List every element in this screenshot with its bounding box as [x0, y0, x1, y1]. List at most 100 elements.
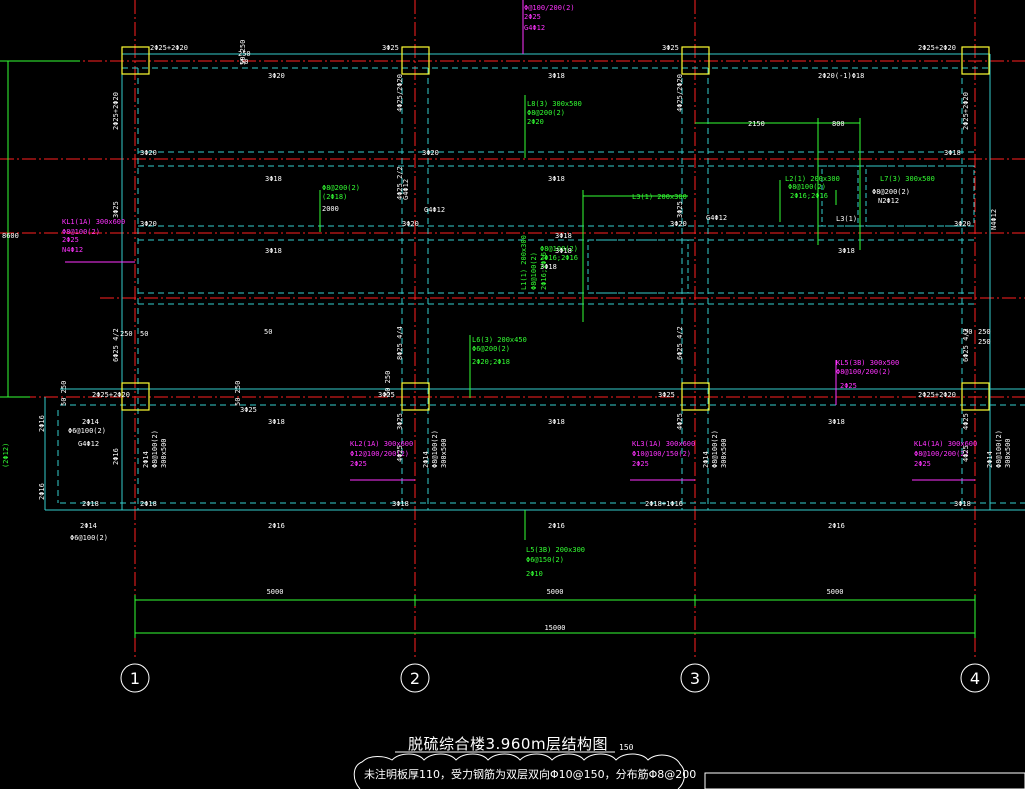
span-2: 5000: [547, 588, 564, 596]
vertical-label: 2Φ16: [38, 483, 46, 500]
axis-label-2: 2: [410, 669, 420, 688]
vertical-label: L1(1) 200x300: [520, 235, 528, 290]
columns: [121, 46, 990, 411]
beam-label: 3Φ18: [548, 72, 565, 80]
vertical-label: 2Φ14: [702, 451, 710, 468]
vertical-label: 8Φ25 4/4: [396, 326, 404, 360]
vertical-label: 4Φ25: [962, 445, 970, 462]
vertical-label: 300x500: [720, 438, 728, 468]
beam-label: Φ8@200(2): [872, 188, 910, 196]
beam-label: 2150: [748, 120, 765, 128]
vertical-label: 6Φ25 4/2: [112, 328, 120, 362]
beam-label: 3Φ18: [268, 418, 285, 426]
beam-label: Φ8@100/200(2): [836, 368, 891, 376]
vertical-label: 3Φ25: [112, 201, 120, 218]
beam-label: 50: [264, 328, 272, 336]
axis-labels: 1 2 3 4: [130, 669, 980, 688]
beam-label: Φ8@100(2): [540, 245, 578, 253]
beam-label: 3Φ18: [944, 149, 961, 157]
beam-label: G4Φ12: [524, 24, 545, 32]
span-1: 5000: [267, 588, 284, 596]
beam-label: 2Φ20: [527, 118, 544, 126]
beam-label: G4Φ12: [78, 440, 99, 448]
span-total: 15000: [544, 624, 565, 632]
beam-label: Φ10@100/150(2): [632, 450, 691, 458]
vertical-label: 4Φ25/2Φ20: [396, 74, 404, 112]
beam-label: 3Φ18: [555, 232, 572, 240]
vertical-label: 300x500: [440, 438, 448, 468]
axis-label-1: 1: [130, 669, 140, 688]
vertical-label: 50 250: [239, 40, 247, 65]
beam-label: 50: [964, 328, 972, 336]
beam-label: 3Φ18: [540, 263, 557, 271]
beam-label: 50: [240, 58, 248, 66]
beam-label: Φ6@100(2): [68, 427, 106, 435]
beam-label: 2Φ18+1Φ16: [645, 500, 683, 508]
vertical-labels: 2Φ25+2Φ20 4Φ25/2Φ20 4Φ25/2Φ20 2Φ25+2Φ20 6Φ25…: [2, 40, 1012, 500]
beam-label: Φ12@100/200(2): [350, 450, 409, 458]
dimension-text: 5000 5000 5000 15000: [267, 588, 844, 632]
beam-label: 2Φ20(-1)Φ18: [818, 72, 864, 80]
axis-bubbles: [120, 663, 990, 693]
vertical-label: 3Φ25: [676, 201, 684, 218]
span-3: 5000: [827, 588, 844, 596]
beam-label: 3Φ20: [268, 72, 285, 80]
vertical-label: 4Φ25: [962, 413, 970, 430]
beam-label: KL4(1A) 300x600: [914, 440, 977, 448]
vertical-label: 4Φ25/2Φ20: [676, 74, 684, 112]
beam-label: 2Φ25+2Φ20: [918, 391, 956, 399]
beam-label: 2Φ25: [62, 236, 79, 244]
beam-label: 2Φ18: [140, 500, 157, 508]
beam-label: 3Φ18: [555, 247, 572, 255]
beam-label: L6(3) 200x450: [472, 336, 527, 344]
title-block: [704, 772, 1025, 789]
vertical-label: Φ8@100(2): [431, 430, 439, 468]
beam-label: 3Φ20: [954, 220, 971, 228]
vertical-label: 4Φ25: [676, 413, 684, 430]
beam-label: 3Φ18: [828, 418, 845, 426]
beam-label: 2Φ25: [632, 460, 649, 468]
beam-label: 2Φ16;2Φ16: [790, 192, 828, 200]
beam-label: 3Φ25: [378, 391, 395, 399]
vertical-label: Φ8@100(2): [711, 430, 719, 468]
beam-label: 3Φ18: [265, 247, 282, 255]
beam-label: 3Φ25: [662, 44, 679, 52]
beam-label: KL2(1A) 300x600: [350, 440, 413, 448]
vertical-label: 2Φ25+2Φ20: [112, 92, 120, 130]
beam-label: 2Φ16;2Φ16: [540, 254, 578, 262]
beam-label: 3Φ18: [954, 500, 971, 508]
beam-label: 2000: [322, 205, 339, 213]
beam-label: L3(1): [836, 215, 857, 223]
beam-label: 250: [978, 328, 991, 336]
beam-label: Φ8@100(2): [62, 228, 100, 236]
beam-label: L7(3) 300x500: [880, 175, 935, 183]
beam-edges: [44, 53, 1025, 511]
beam-label: N2Φ12: [878, 197, 899, 205]
beam-label: 3Φ18: [838, 247, 855, 255]
beam-label: Φ6@150(2): [526, 556, 564, 564]
beam-label: Φ6@100(2): [70, 534, 108, 542]
beam-label: 3Φ18: [392, 500, 409, 508]
vertical-label: (2Φ12): [2, 443, 10, 468]
leader-lines-pink: [65, 0, 975, 481]
beam-label: 2Φ20;2Φ18: [472, 358, 510, 366]
vertical-label: 300x500: [160, 438, 168, 468]
beam-label: Φ6@200(2): [472, 345, 510, 353]
beam-label: 2Φ25+2Φ20: [918, 44, 956, 52]
vertical-label: 2Φ14: [986, 451, 994, 468]
beam-label: 50: [140, 330, 148, 338]
axis-label-3: 3: [690, 669, 700, 688]
beam-label: 2Φ18: [82, 500, 99, 508]
vertical-label: 50 250: [234, 381, 242, 406]
vertical-label: 2Φ16: [38, 415, 46, 432]
beam-label: 2Φ25+2Φ20: [92, 391, 130, 399]
title-scale: 150: [619, 743, 634, 752]
beam-label: KL1(1A) 300x600: [62, 218, 125, 226]
beam-label: 2Φ14: [82, 418, 99, 426]
beam-label: 800: [832, 120, 845, 128]
beam-label: 3Φ20: [670, 220, 687, 228]
beam-label: 250: [978, 338, 991, 346]
drawing-note: 未注明板厚110，受力钢筋为双层双向Φ10@150，分布筋Φ8@200: [364, 768, 697, 781]
